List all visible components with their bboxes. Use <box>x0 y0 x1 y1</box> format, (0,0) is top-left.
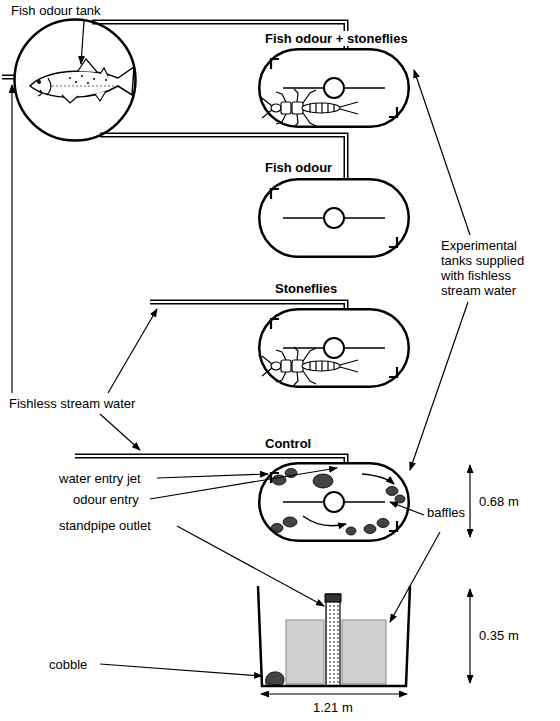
tank-label: Fish odour tank <box>10 3 102 18</box>
experimental-tank: Fish odour + stoneflies <box>258 31 411 128</box>
callout-text: Experimental tanks supplied with fishles… <box>440 238 547 298</box>
tank-oval <box>258 462 410 542</box>
part-label: standpipe outlet <box>58 518 152 533</box>
experimental-tank: Control <box>258 436 410 542</box>
fish-illustration <box>30 59 134 103</box>
tank-oval <box>258 178 410 258</box>
dimension-label: 1.21 m <box>312 700 354 715</box>
water-pipe <box>2 77 346 464</box>
tank-heading: Fish odour + stoneflies <box>264 31 409 46</box>
part-label: cobble <box>48 657 88 672</box>
dimension-line <box>261 465 470 694</box>
tank-heading: Stoneflies <box>274 281 338 296</box>
tank-oval <box>258 48 410 128</box>
part-label: baffles <box>426 505 466 520</box>
cobble <box>271 469 405 536</box>
tank-circle <box>13 18 137 142</box>
part-label: odour entry <box>72 492 140 507</box>
leader-line <box>12 21 470 676</box>
callout-text: Fishless stream water <box>8 396 136 411</box>
dimension-label: 0.68 m <box>478 494 520 509</box>
pipe-bore <box>100 135 346 179</box>
experimental-tank: Fish odour <box>258 160 410 258</box>
tank-interior <box>271 59 397 531</box>
tank-heading: Fish odour <box>264 160 333 175</box>
tank-oval <box>258 308 410 388</box>
dimension-label: 0.35 m <box>478 628 520 643</box>
pipe-wall <box>100 135 346 179</box>
experimental-tank: Stoneflies <box>258 281 410 388</box>
part-label: water entry jet <box>58 471 142 486</box>
odour-pipe <box>100 135 346 179</box>
odour-tank: Fish odour tank <box>8 3 148 146</box>
tank-cross-section <box>258 586 410 686</box>
tank-heading: Control <box>264 436 312 451</box>
flow-arrow <box>303 474 394 526</box>
